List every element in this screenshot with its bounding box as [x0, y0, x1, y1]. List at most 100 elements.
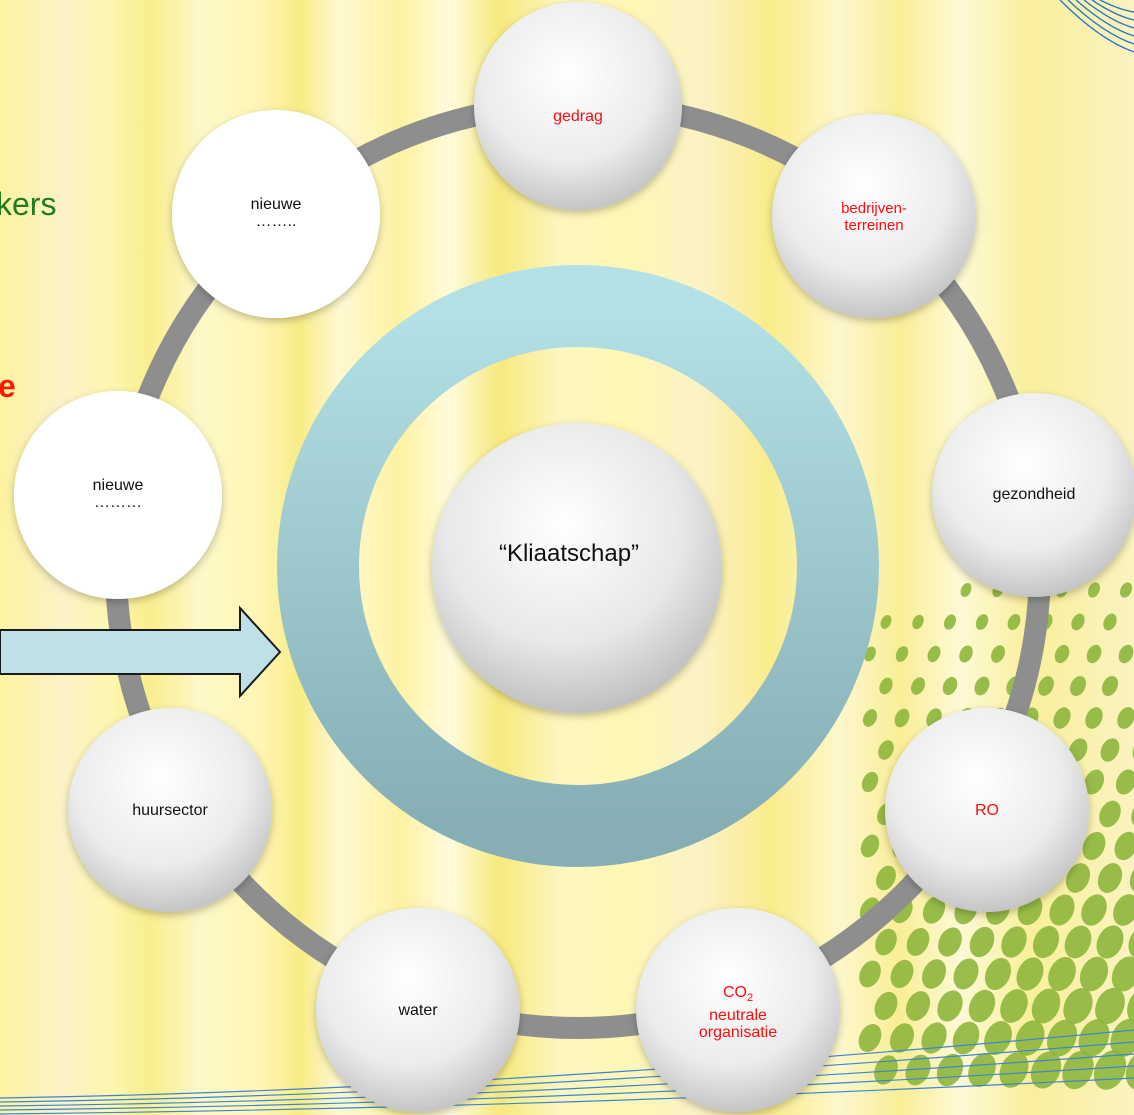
green-dot	[880, 615, 892, 629]
nodes	[14, 2, 1134, 1112]
center-label: “Kliaatschap”	[498, 540, 640, 567]
green-dot	[875, 928, 897, 956]
green-dot	[1085, 707, 1103, 729]
green-dot	[999, 1052, 1029, 1088]
node-ro	[885, 708, 1089, 912]
node-label-co2: CO2 neutrale organisatie	[698, 984, 778, 1042]
green-dot	[921, 959, 947, 989]
green-dot	[1032, 925, 1060, 959]
node-label-gezondheid: gezondheid	[992, 486, 1076, 503]
green-dot	[952, 1021, 980, 1055]
green-dot	[968, 1053, 996, 1087]
green-dot	[905, 1054, 931, 1086]
green-dot	[1129, 863, 1134, 893]
green-dot	[1086, 644, 1102, 664]
green-dot	[922, 896, 946, 924]
green-dot	[1119, 582, 1133, 598]
green-dot	[1083, 769, 1105, 795]
node-huursector	[68, 708, 272, 912]
green-dot	[1095, 987, 1125, 1025]
green-dot	[1001, 926, 1027, 958]
green-dot	[912, 614, 924, 630]
green-dot	[1000, 989, 1028, 1023]
node-label-water: water	[398, 1002, 438, 1019]
green-dot	[1115, 769, 1134, 795]
green-dot	[911, 677, 925, 695]
green-dot	[1097, 863, 1123, 893]
green-dot	[1038, 676, 1054, 696]
green-dot	[968, 989, 996, 1023]
inner-ring	[277, 265, 879, 867]
green-dot	[905, 991, 931, 1021]
green-dot	[1113, 894, 1134, 926]
green-dot	[1079, 956, 1109, 992]
arrow	[0, 605, 282, 699]
green-dot	[1049, 894, 1075, 926]
green-dot	[984, 1020, 1012, 1056]
green-dot	[1082, 831, 1106, 861]
green-dot	[1007, 613, 1021, 631]
decorative-lines	[1059, 0, 1134, 53]
green-dot	[860, 834, 880, 858]
green-dot	[1048, 956, 1076, 992]
green-dot	[1096, 925, 1124, 959]
node-bedrijventerreinen	[772, 114, 976, 318]
green-dot	[1015, 1020, 1045, 1056]
green-dot	[975, 614, 989, 630]
node-label-bedrijventerreinen: bedrijven- terreinen	[841, 200, 907, 234]
green-dot	[936, 1053, 964, 1087]
green-dot	[1053, 707, 1071, 729]
green-dot	[938, 927, 962, 957]
green-dot	[921, 1022, 947, 1054]
node-label-ro: RO	[975, 802, 999, 819]
node-co2	[636, 908, 840, 1112]
node-gedrag	[474, 2, 682, 210]
green-dot	[894, 708, 910, 728]
green-dot	[874, 1055, 898, 1085]
green-dot	[1016, 957, 1044, 991]
green-dot	[859, 960, 881, 988]
node-label-gedrag: gedrag	[553, 108, 603, 125]
green-dot	[1132, 738, 1134, 762]
green-dot	[906, 928, 930, 956]
green-dot	[1117, 707, 1134, 729]
green-dot	[974, 676, 990, 696]
node-water	[316, 908, 520, 1112]
green-dot	[864, 646, 876, 662]
green-dot	[1131, 800, 1134, 828]
green-dot	[984, 957, 1012, 991]
green-dot	[879, 677, 893, 695]
green-dot	[1099, 800, 1121, 828]
green-dot	[862, 709, 878, 727]
green-dot	[953, 958, 979, 990]
green-dot	[874, 991, 898, 1021]
center-circle	[432, 423, 722, 713]
green-dot	[927, 645, 941, 663]
green-dot	[1071, 613, 1085, 631]
green-dot	[1063, 988, 1093, 1024]
green-dot	[1064, 925, 1092, 959]
left-fragment-red: e	[0, 368, 16, 404]
green-dot	[1088, 582, 1100, 598]
left-fragment-green: kers	[0, 186, 57, 222]
green-dot	[858, 1023, 882, 1053]
green-dot	[1054, 644, 1070, 664]
node-label-nieuwe-1: nieuwe ………	[92, 477, 144, 511]
green-dot	[1031, 988, 1061, 1024]
green-dot	[1078, 1019, 1110, 1057]
green-dot	[1070, 676, 1086, 696]
green-dot	[1065, 863, 1091, 893]
green-dot	[1103, 613, 1117, 631]
node-nieuwe-1	[14, 391, 222, 599]
green-dot	[1100, 738, 1120, 762]
green-dot	[876, 865, 896, 891]
green-dot	[1118, 644, 1134, 664]
green-dot	[1111, 956, 1134, 992]
green-dot	[889, 1023, 915, 1053]
green-dot	[991, 645, 1005, 663]
node-label-nieuwe-2: nieuwe ……..	[250, 196, 302, 230]
green-dot	[942, 676, 958, 696]
node-nieuwe-2	[172, 110, 380, 318]
green-dot	[969, 926, 995, 958]
green-dot	[890, 959, 914, 989]
